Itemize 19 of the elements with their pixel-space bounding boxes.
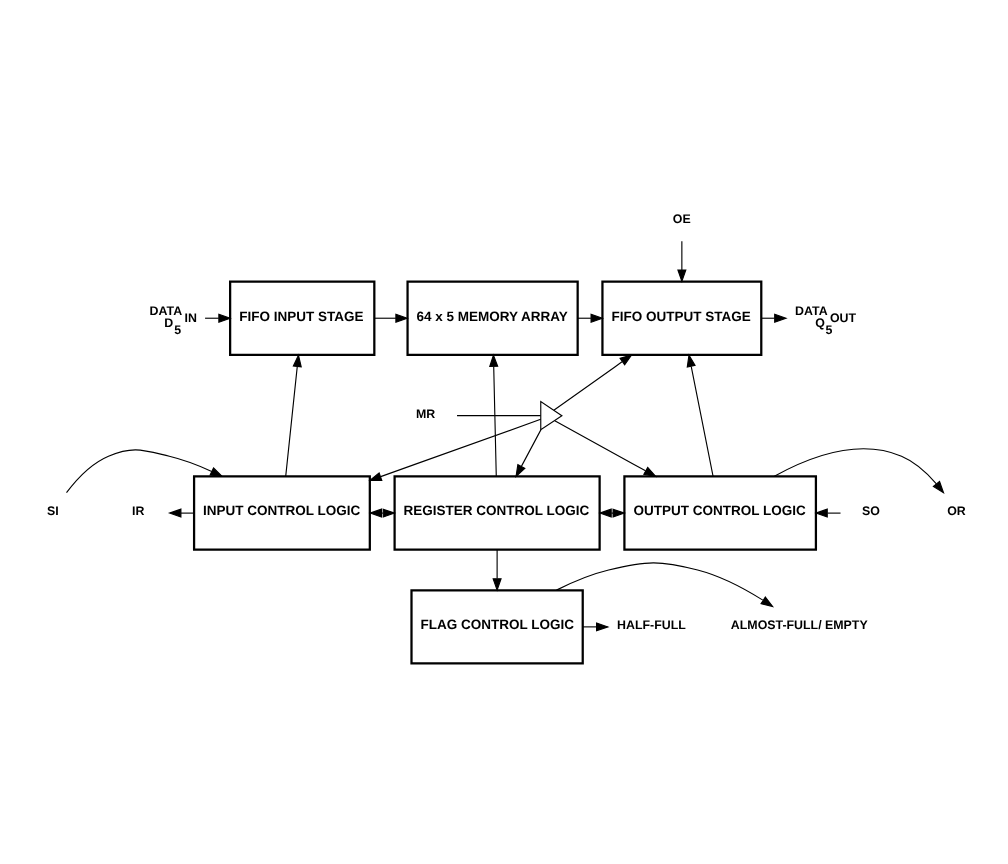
- arrow: [372, 313, 408, 323]
- arrow: [685, 353, 713, 477]
- arrow: [813, 508, 841, 518]
- arrow: [491, 549, 501, 592]
- arrow: [284, 353, 301, 477]
- arrow: [367, 418, 541, 482]
- arrow: [554, 562, 774, 608]
- connector: [455, 415, 541, 417]
- arrow: [64, 449, 223, 494]
- arrow: [367, 508, 396, 518]
- arrow: [514, 429, 541, 478]
- arrow: [552, 354, 632, 411]
- arrow: [553, 420, 657, 478]
- arrow: [772, 448, 944, 495]
- node-triangle: [539, 400, 562, 431]
- arrow: [488, 353, 498, 477]
- arrow: [166, 508, 194, 518]
- arrow: [581, 622, 609, 632]
- arrow: [676, 240, 686, 284]
